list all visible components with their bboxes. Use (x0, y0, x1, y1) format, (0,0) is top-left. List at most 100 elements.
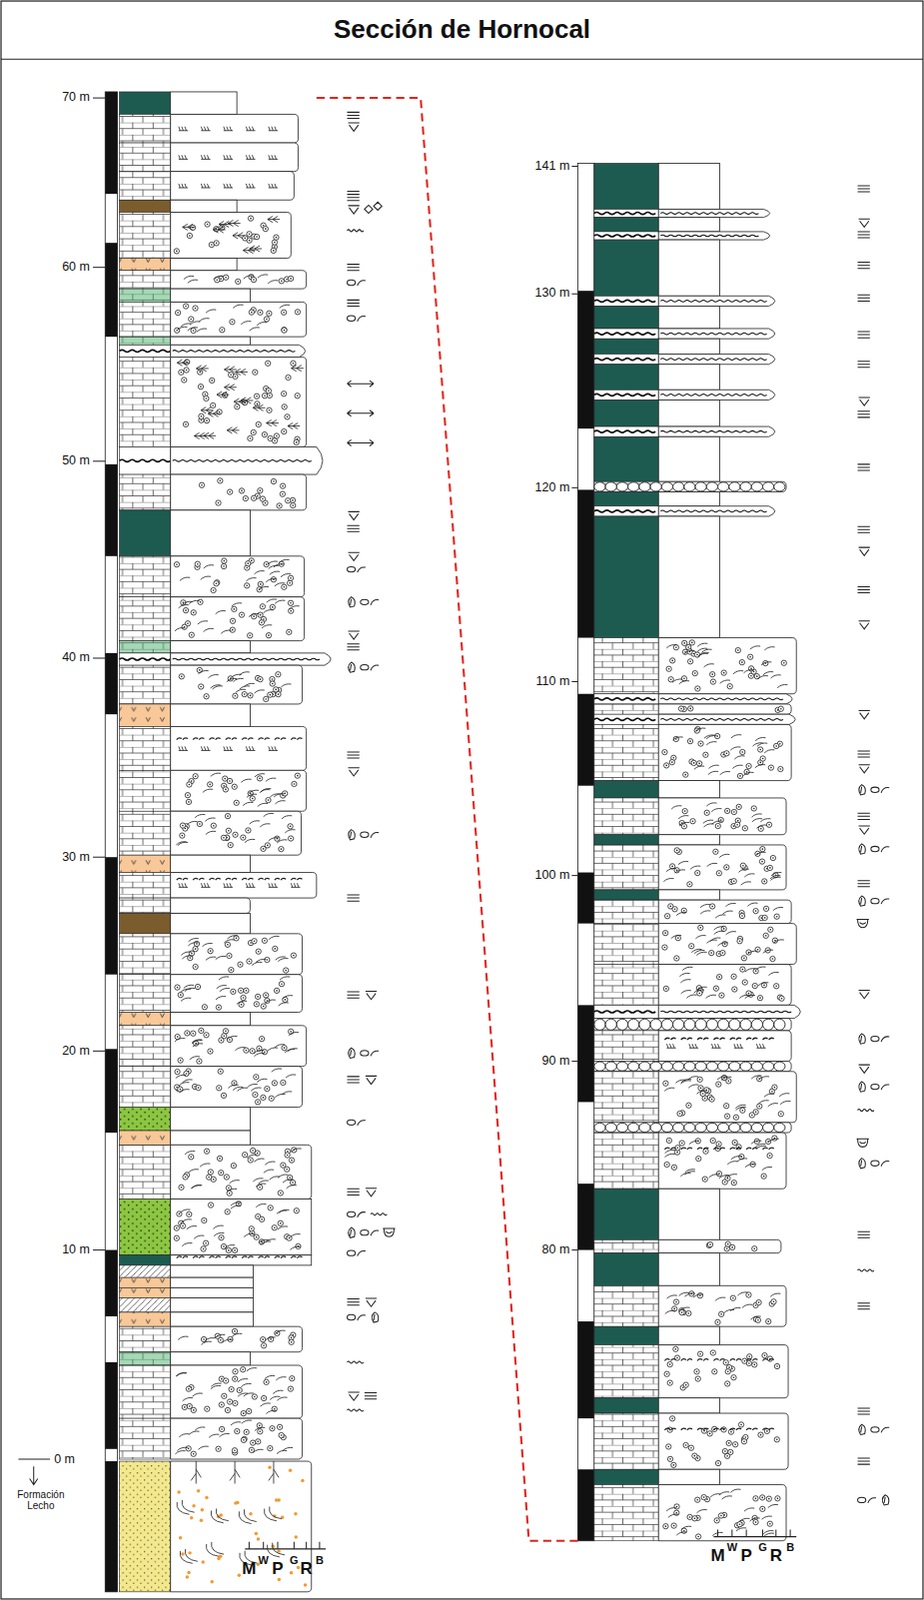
profile-bed (658, 338, 720, 354)
herringbone-mark (233, 398, 246, 405)
cross-lamination (237, 1393, 248, 1397)
ooid-core (222, 1094, 225, 1097)
ripple-mark (200, 126, 210, 131)
ooid-core (242, 1412, 245, 1415)
ooid (774, 983, 780, 989)
cross-lamination (663, 878, 674, 882)
ooid-core (274, 689, 277, 692)
ooid (227, 842, 233, 848)
ooid-core (271, 683, 274, 686)
stromatolite-chain (673, 1061, 685, 1071)
lithology-bed (119, 665, 171, 705)
ooid-core (763, 1175, 766, 1178)
orange-grain (300, 1479, 304, 1483)
ooid (202, 1240, 208, 1246)
cross-lamination (764, 1093, 775, 1097)
cross-lamination (255, 958, 266, 962)
ooid (289, 1376, 295, 1382)
ooid (294, 773, 300, 779)
polarity-black (104, 464, 117, 557)
herringbone-mark (200, 407, 213, 414)
cross-lamination (240, 779, 251, 783)
ooid-core (284, 998, 287, 1001)
ooid (254, 993, 260, 999)
ooid-core (259, 614, 262, 617)
ooid (198, 684, 204, 690)
ooid-core (717, 825, 720, 828)
ooid-core (296, 311, 299, 314)
ooid-core (753, 808, 756, 811)
cross-lamination (690, 866, 701, 870)
ooid (278, 981, 284, 987)
cross-lamination (704, 664, 715, 668)
ooid (742, 979, 748, 985)
ooid (252, 1091, 258, 1097)
ooid (185, 1386, 191, 1392)
ooid (237, 961, 243, 967)
cross-lamination (719, 854, 730, 858)
ooid (713, 985, 719, 991)
profile-lens (658, 426, 776, 437)
ooid (697, 990, 703, 996)
ooid-core (249, 217, 252, 220)
ooid (205, 1174, 211, 1180)
ooid-core (181, 825, 184, 828)
lithology-bed (119, 344, 171, 357)
cross-lamination (290, 1148, 301, 1152)
ooid (218, 1170, 224, 1176)
ooid-core (202, 1219, 205, 1222)
ooid-core (217, 502, 220, 505)
profile-bed (170, 811, 302, 856)
cross-lamination (249, 821, 260, 825)
ooid-core (251, 1149, 254, 1152)
ooid (683, 772, 689, 778)
ooid-core (282, 1081, 285, 1084)
ooid-core (196, 563, 199, 566)
ooid-core (277, 693, 280, 696)
ooid (674, 848, 680, 854)
wavy-lamina (660, 394, 767, 397)
ooid-core (289, 826, 292, 829)
profile-bed (658, 400, 720, 428)
ooid-core (726, 1115, 729, 1118)
ooid-core (180, 1186, 183, 1189)
ooid-core (231, 320, 234, 323)
ooid-core (697, 688, 700, 691)
ooid (263, 561, 269, 567)
ooid-core (275, 236, 278, 239)
cross-lamination (258, 586, 269, 590)
ooid (731, 879, 737, 885)
ooid (290, 952, 296, 958)
ooid-core (257, 423, 260, 426)
ooid (222, 1028, 228, 1034)
profile-bed (170, 1066, 303, 1108)
fenestrae-mark (763, 1037, 775, 1040)
ooid (285, 498, 291, 504)
cross-lamination (191, 1184, 202, 1188)
ooid-core (192, 329, 195, 332)
ooid-core (676, 850, 679, 853)
ooid (213, 240, 219, 246)
ooid-core (220, 1404, 223, 1407)
ooid (269, 681, 275, 687)
ooid-core (664, 946, 667, 949)
ooid-core (198, 371, 201, 374)
ooid (238, 488, 244, 494)
stromatolite-chain (594, 1061, 606, 1071)
ooid (229, 319, 235, 325)
cross-lamination (212, 686, 223, 690)
ooid-core (288, 582, 291, 585)
ooid (689, 943, 695, 949)
ooid-core (259, 678, 262, 681)
ooid (196, 821, 202, 827)
ooid (234, 1428, 240, 1434)
ooid (265, 633, 271, 639)
ooid (698, 741, 704, 747)
ooid (197, 383, 203, 389)
ripple-mark (689, 1043, 699, 1048)
ooid-core (249, 437, 252, 440)
ooid (218, 1235, 224, 1241)
fenestrae-mark (209, 738, 221, 741)
cross-lamination (726, 931, 737, 935)
cross-lamination (204, 818, 215, 822)
